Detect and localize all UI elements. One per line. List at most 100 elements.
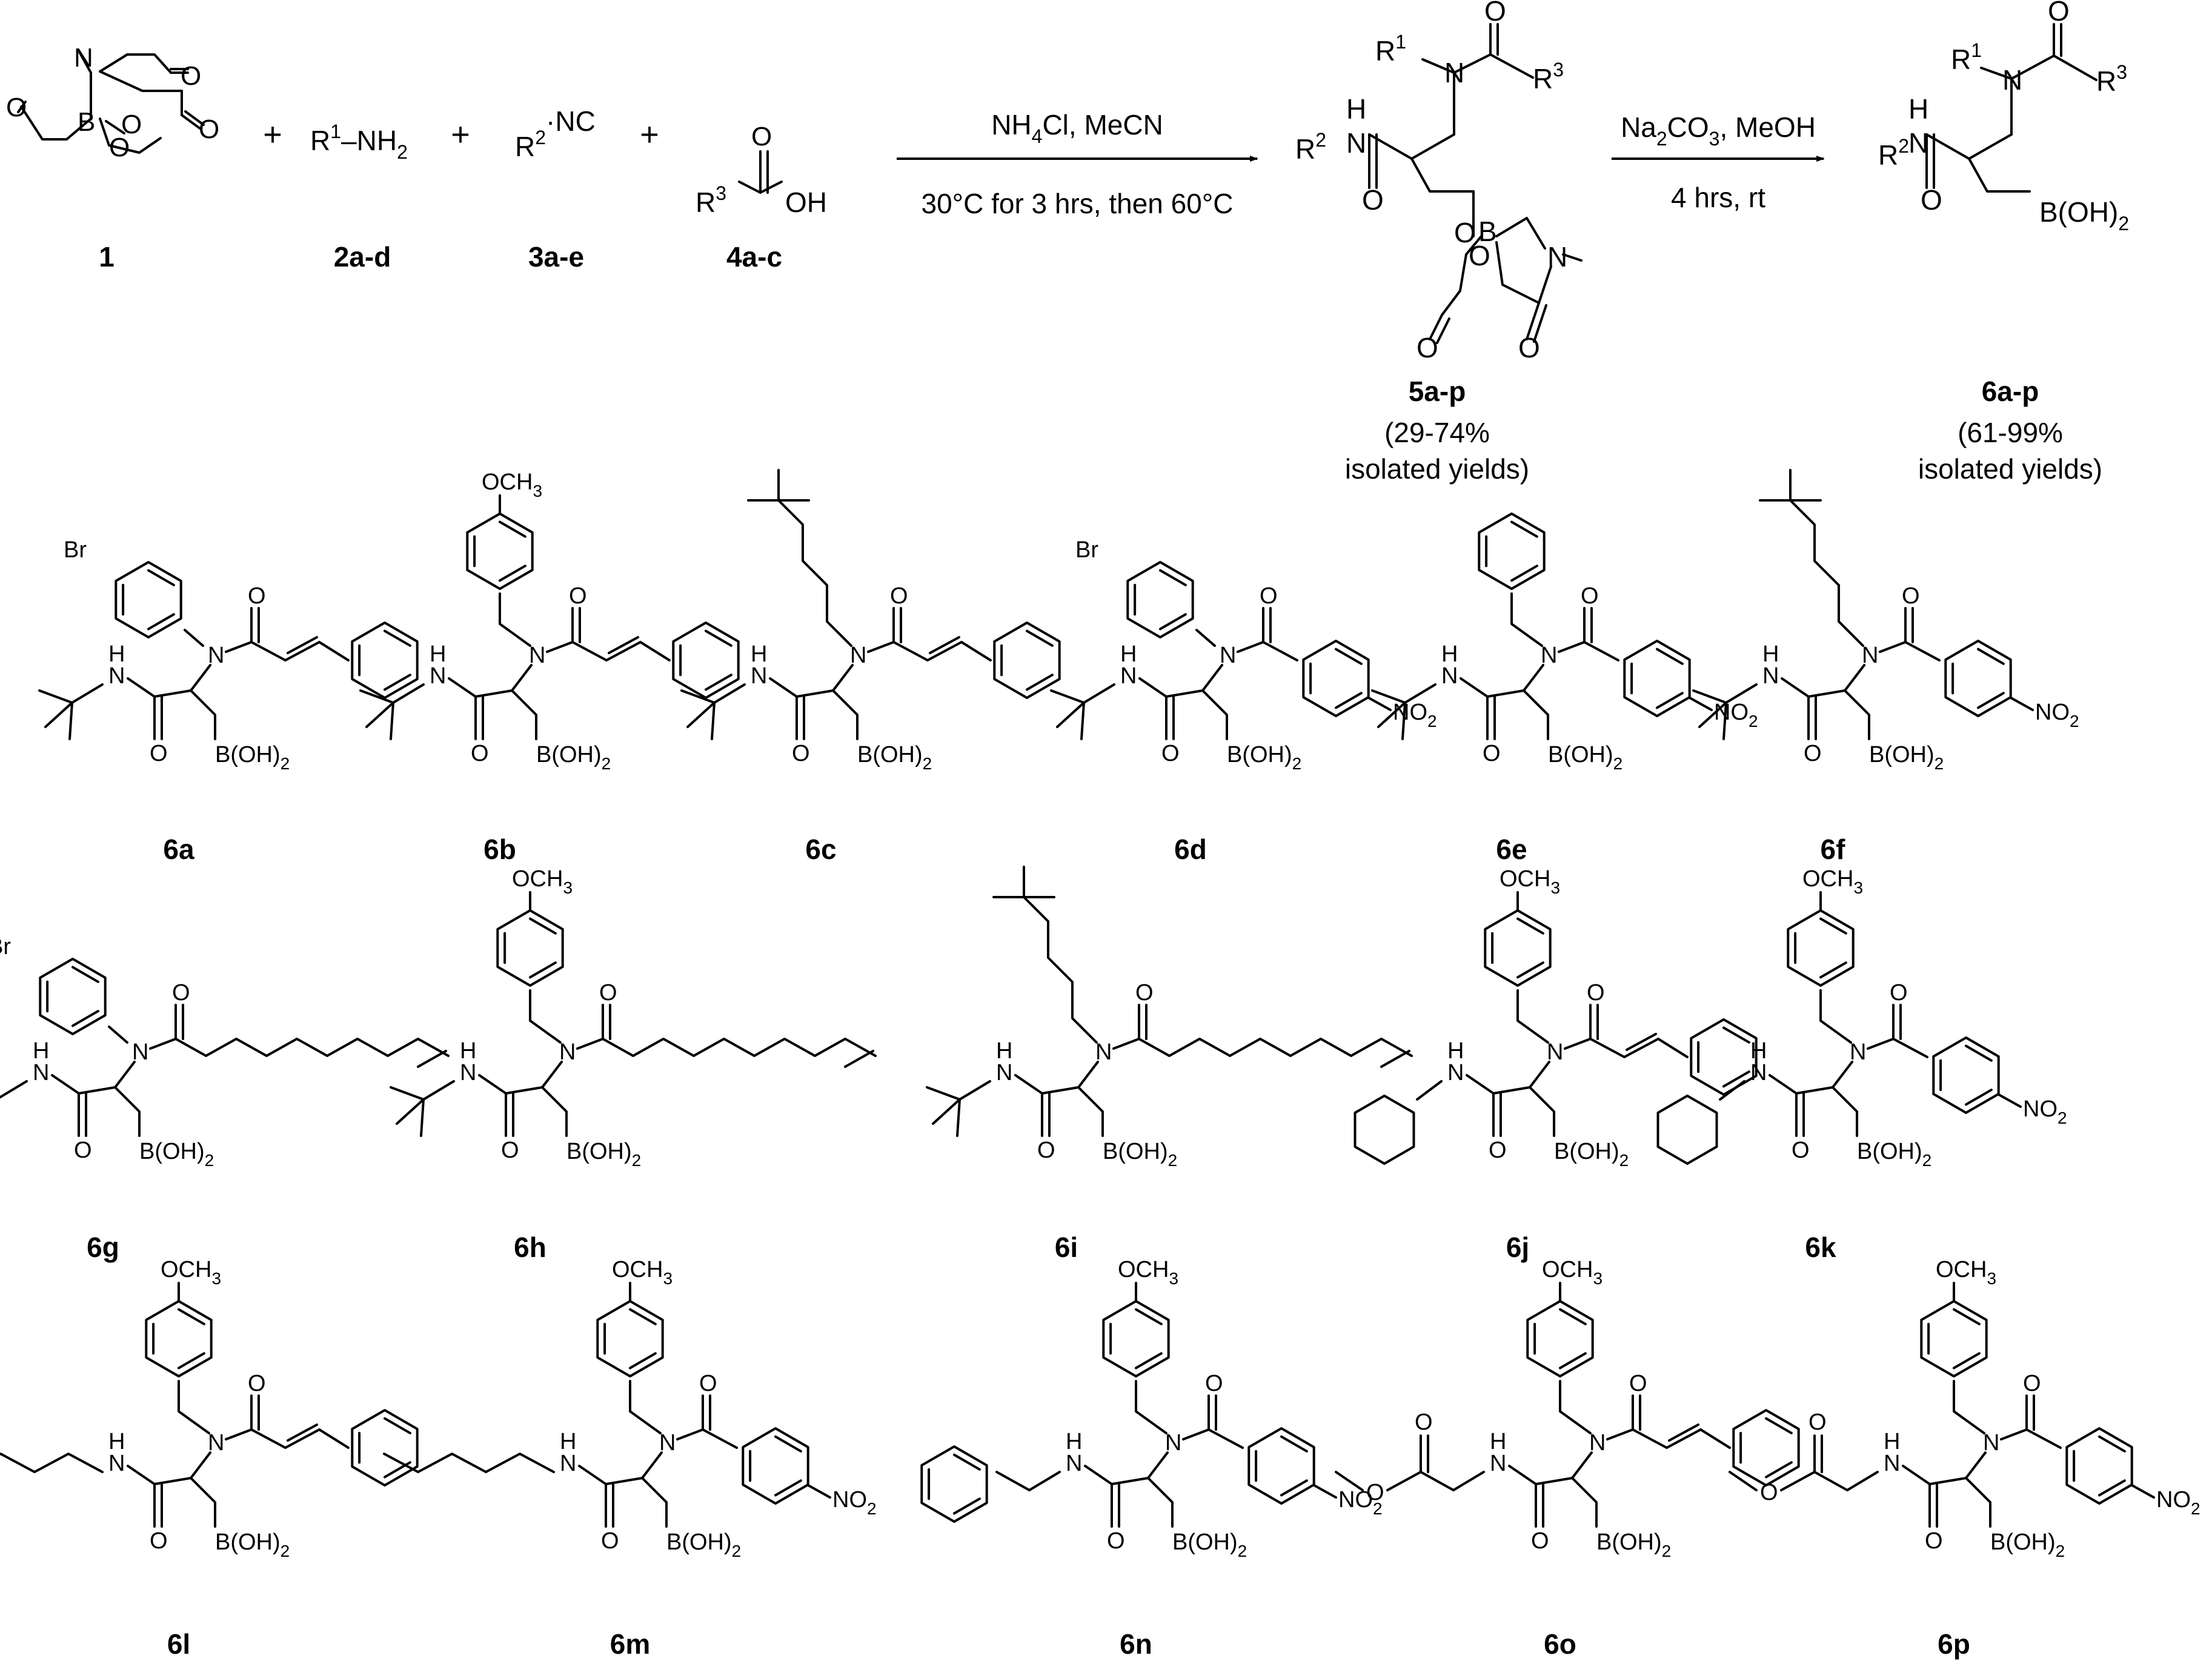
- nitro-group: NO2: [1714, 700, 1758, 731]
- atom-n: N: [1547, 1039, 1563, 1065]
- bromophenyl-ring: [39, 958, 107, 1035]
- atom-n: N: [1541, 643, 1557, 668]
- ring-bond: [351, 1409, 419, 1487]
- bond: [578, 1465, 607, 1485]
- bond: [1466, 1074, 1495, 1095]
- atom-o: O: [1135, 980, 1154, 1006]
- ring-bond: [2065, 1427, 2133, 1505]
- bond: [1237, 641, 1264, 653]
- ring-double-bond: [953, 1453, 981, 1471]
- ring-bond: [115, 561, 182, 638]
- ring-double-bond: [1765, 1417, 1793, 1434]
- ring-double-bond: [1819, 917, 1847, 935]
- ring-double-bond: [1559, 1352, 1587, 1370]
- bond: [190, 689, 216, 740]
- atom-n: N: [33, 1060, 49, 1086]
- ring-double-bond: [1559, 1308, 1587, 1325]
- bond: [1207, 1428, 1244, 1449]
- atom-h: H: [1346, 93, 1366, 125]
- atom-n: N: [108, 1451, 125, 1476]
- boronic-acid: B(OH)2: [1548, 742, 1622, 773]
- ring-bond: [1247, 1427, 1315, 1505]
- bond: [114, 1086, 141, 1137]
- ring-double-bond: [1159, 569, 1187, 586]
- atom-h: H: [1447, 1038, 1464, 1064]
- pentyl-chain: [0, 1453, 104, 1473]
- atom-o: O: [2023, 1371, 2041, 1396]
- ring-double-bond: [1953, 1308, 1981, 1325]
- bond: [1508, 1465, 1537, 1485]
- compound-label: 6m: [610, 1628, 650, 1660]
- svg-text:R2: R2: [1878, 135, 1909, 171]
- ring-double-bond: [178, 1352, 205, 1370]
- bond: [149, 1038, 177, 1050]
- compound-label: 6j: [1506, 1231, 1529, 1263]
- ring-bond: [1478, 512, 1546, 590]
- bond: [1953, 1380, 1985, 1434]
- atom-n: N: [659, 1430, 676, 1456]
- atom-o: O: [1902, 583, 1920, 609]
- atom-n: N: [996, 1060, 1012, 1086]
- atom-n: N: [1165, 1430, 1181, 1456]
- phenyl-ring: [351, 622, 419, 699]
- compound-label: 6k: [1805, 1231, 1836, 1263]
- ring-double-bond: [71, 1010, 99, 1027]
- bond: [108, 1026, 128, 1044]
- superscript: 1: [330, 121, 341, 142]
- bond: [250, 1394, 260, 1431]
- ring-bond: [993, 622, 1061, 699]
- nitro-group: NO2: [1338, 1487, 1383, 1518]
- ester-chain: [1386, 1471, 1485, 1491]
- bond: [1516, 989, 1549, 1044]
- bond: [1583, 641, 1619, 661]
- bond: [190, 664, 211, 692]
- atom-o: O: [1629, 1371, 1647, 1396]
- atom-h: H: [996, 1038, 1012, 1064]
- r-symbol: R: [1375, 35, 1395, 67]
- atom-n: N: [560, 1451, 576, 1476]
- r-symbol: R: [2096, 65, 2116, 97]
- bond: [1781, 677, 1810, 698]
- bond: [1632, 1394, 1641, 1431]
- tbutyl-bond: [958, 1080, 991, 1101]
- atom-n: N: [1447, 1060, 1464, 1086]
- nitro-group: NO2: [2156, 1487, 2200, 1518]
- ring-bond: [466, 512, 534, 590]
- ring-double-bond: [1953, 1352, 1981, 1370]
- bond: [1262, 641, 1298, 661]
- atom-o: O: [248, 1371, 266, 1396]
- atom-n: N: [1346, 127, 1366, 159]
- atom-n: N: [1750, 1060, 1767, 1086]
- r-symbol: R: [1878, 139, 1898, 171]
- hydroxyl: OH: [785, 187, 827, 218]
- bond: [702, 1428, 738, 1449]
- ring-bond: [1787, 909, 1855, 987]
- yield-text: isolated yields): [1345, 453, 1529, 485]
- tbutyl-bond: [1050, 689, 1085, 740]
- bond: [1558, 641, 1586, 653]
- ring-double-bond: [629, 1352, 657, 1370]
- bond: [1807, 689, 1846, 698]
- bond: [1795, 1092, 1805, 1137]
- bond: [1135, 1380, 1167, 1434]
- bond: [541, 1086, 568, 1137]
- ring-double-bond: [1516, 961, 1544, 979]
- svg-text:R1–NH2: R1–NH2: [310, 121, 408, 163]
- bond: [1523, 664, 1544, 692]
- compound-label: 6e: [1496, 834, 1527, 865]
- bond: [1902, 1465, 1931, 1485]
- bond: [190, 1477, 216, 1528]
- bond: [1583, 607, 1593, 643]
- boronic-acid: B(OH)2: [1990, 1530, 2065, 1560]
- bond: [1041, 1092, 1051, 1137]
- ring-bond: [145, 1300, 213, 1377]
- compound-6g: NB(OH)2OHNBrO6g: [0, 934, 450, 1263]
- atom-n: N: [430, 663, 446, 689]
- nitro-group: NO2: [1393, 700, 1437, 731]
- svg-text:R2·NC: R2·NC: [515, 105, 596, 162]
- boronic-acid: B(OH)2: [1596, 1530, 1671, 1560]
- terminal-alkene: [1380, 1050, 1410, 1068]
- neohexyl-chain: [1759, 469, 1864, 647]
